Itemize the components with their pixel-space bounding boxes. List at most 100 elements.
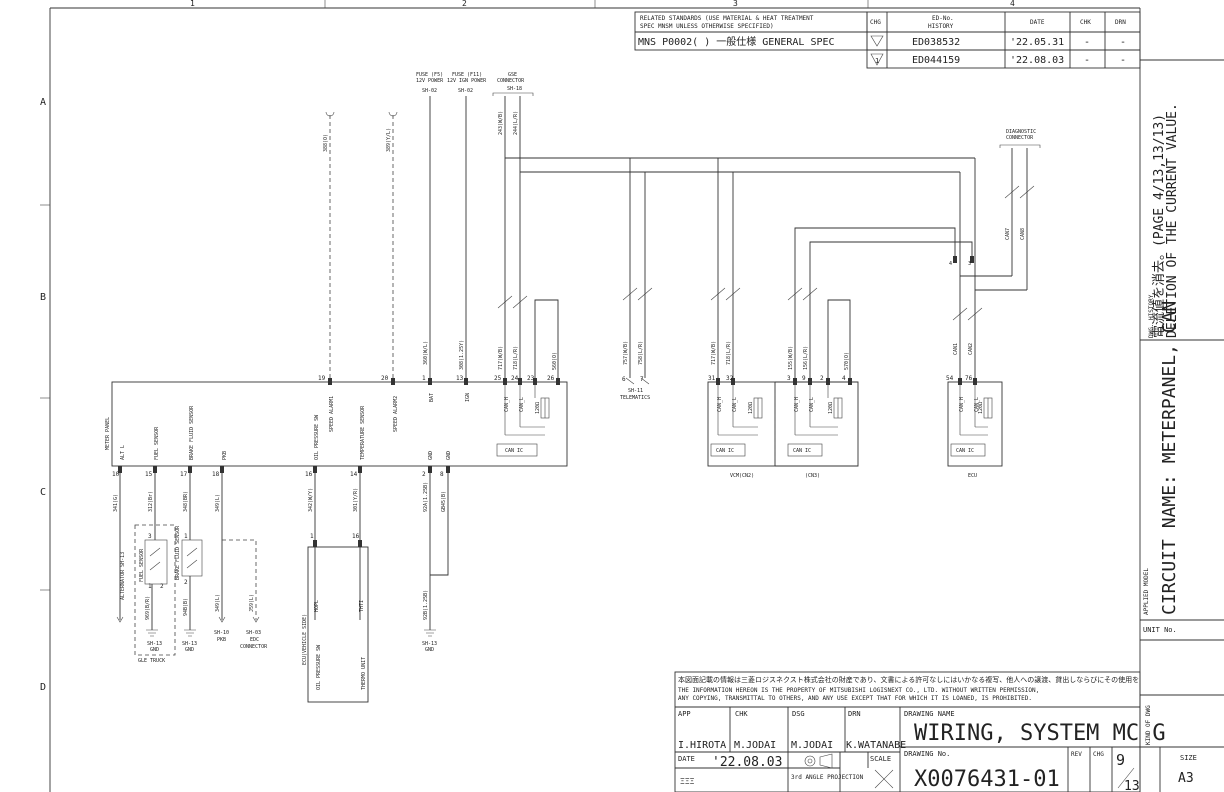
pin-10: 10 (112, 471, 120, 478)
chk-label: CHK (735, 710, 748, 718)
vcm-cn2-label: VCM(CN2) (730, 473, 754, 479)
vcm3-resistor: 120Ω (828, 402, 834, 414)
wire-gb45: GB45(B) (441, 491, 447, 512)
pin-label-ign: IGN (465, 393, 471, 402)
oil-pin-16: 16 (352, 533, 360, 540)
pin-label-oil: OIL PRESSURE SW (314, 414, 320, 460)
history-row2-drn: - (1120, 55, 1126, 66)
date-label: DATE (678, 755, 695, 763)
ecu-wire-can1: CAN1 (953, 343, 959, 355)
telematics-ref: SH-11 (628, 388, 643, 394)
brake-sensor-body (181, 539, 203, 577)
fuel-sensor-name: FUEL SENSOR (139, 548, 145, 582)
edc-wire: J59(L) (249, 594, 255, 612)
ecu-connector: 54 76 CAN_H CAN_L 120Ω CAN IC ECU (946, 375, 1003, 479)
oil-pressure-sw: OIL PRESSURE SW (316, 644, 322, 690)
meter-panel-label: METER PANEL (105, 417, 111, 450)
vcm-pin-2: 2 (820, 375, 824, 382)
gse-line1: GSE (508, 72, 517, 78)
telematics-connector: 6 7 SH-11 TELEMATICS (620, 376, 650, 401)
vcm-pin-3: 3 (787, 375, 791, 382)
wire-341: 341(G) (113, 494, 119, 512)
wire-560: 560(O) (552, 352, 558, 370)
meter-panel-connector: METER PANEL 10 ALT L 15 FUEL SENSOR 17 B… (105, 375, 568, 478)
drawing-no-label: DRAWING No. (904, 750, 950, 758)
related-standards-box: RELATED STANDARDS (USE MATERIAL & HEAT T… (634, 11, 868, 51)
pin-label-brake: BRAKE FLUID SENSOR (189, 405, 195, 460)
ground-icon (424, 629, 436, 637)
pin-25: 25 (494, 375, 502, 382)
pin-label-alt: ALT L (120, 445, 126, 460)
dwg-history-label: DWG. HISTORY (1148, 294, 1155, 338)
wire-308: 308(1.25Y) (459, 340, 465, 370)
row-markers: A B C D (40, 97, 46, 693)
fuel-pin-3: 3 (148, 533, 152, 540)
diag-line2: CONNECTOR (1006, 135, 1034, 141)
ecu-can-ic: CAN IC (956, 448, 974, 454)
fuel-pin-1: 1 (148, 583, 152, 590)
pin-label-bat: BAT (429, 393, 435, 402)
pin-label-temp: TEMPERATURE SENSOR (360, 405, 366, 460)
vcm3-can-l: CAN_L (809, 397, 815, 412)
history-row1-date: '22.05.31 (1010, 37, 1064, 48)
wire-389: 389(Y/L) (386, 128, 392, 152)
mp-can-h: CAN_H (504, 397, 510, 412)
vcm-wire-156: 156(L/R) (803, 346, 809, 370)
vcm3-can-ic: CAN IC (793, 448, 811, 454)
brake-wire-94b: 94B(B) (183, 598, 189, 616)
drawing-frame (40, 0, 1141, 792)
pin-17: 17 (180, 471, 188, 478)
ecu-pin-76: 76 (965, 375, 973, 382)
standards-line-2: SPEC MNSM UNLESS OTHERWISE SPECIFIED) (640, 23, 774, 30)
twist-mark-icon (952, 307, 983, 321)
twist-mark-icon (787, 287, 818, 301)
gse-wire-243: 243(W/B) (498, 111, 504, 135)
app-label: APP (678, 710, 691, 718)
pin-19: 19 (318, 375, 326, 382)
ecu-resistor: 120Ω (978, 402, 984, 414)
chg-label: CHG (1093, 751, 1104, 758)
fuse-f5-line3: SH-02 (422, 88, 437, 94)
fuse-f11-line3: SH-02 (458, 88, 473, 94)
revision-triangle-1-icon (870, 53, 884, 66)
pin-label-gnd2: GND (446, 451, 452, 460)
termination-resistor-icon (753, 397, 763, 419)
col-marker-2: 2 (462, 0, 467, 8)
thermo-unit: THERMO UNIT (361, 657, 367, 690)
history-header-edno: ED-No. (932, 15, 954, 22)
wire-360: 360(W/L) (423, 341, 429, 365)
pin-16: 16 (305, 471, 313, 478)
col-marker-3: 3 (733, 0, 738, 8)
diag-pin-3: 3 (968, 261, 971, 267)
wire-92b: 92B(1.25B) (423, 590, 429, 620)
vcm-cn3-connector: 3 9 2 4 CAN_H CAN_L 120Ω CAN IC (CN3) (775, 375, 859, 479)
gle-truck-label: GLE TRUCK (138, 658, 165, 664)
fuse-f5-line2: 12V POWER (416, 78, 444, 84)
fuse-f11-line2: 12V IGN POWER (447, 78, 487, 84)
pin-13: 13 (456, 375, 464, 382)
lower-wiring: 341(G) ALTERNATOR SH-13 312(Br) FUEL SEN… (113, 473, 449, 703)
gse-line2: CONNECTOR (497, 78, 525, 84)
kind-of-dwg-label: KIND OF DWG (1145, 705, 1152, 745)
projection-label: 3rd ANGLE PROJECTION (791, 774, 864, 781)
notice-jp: 本図面記載の情報は三菱ロジスネクスト株式会社の財産であり、文書による許可なしには… (678, 675, 1139, 684)
col-marker-4: 4 (1010, 0, 1015, 8)
brake-gnd-ref: SH-13 (182, 641, 197, 647)
ecu-wire-can2: CAN2 (968, 343, 974, 355)
edc-name: EDC (250, 637, 259, 643)
wire-342: 342(W/Y) (308, 488, 314, 512)
rev-label: REV (1071, 751, 1082, 758)
pin-label-pkb: PKB (222, 451, 228, 460)
chk-name: M.JODAI (734, 740, 776, 751)
diag-wire-can7: CAN7 (1005, 228, 1011, 240)
pin-label-fuel: FUEL SENSOR (154, 426, 160, 460)
wire-301: 301(Y/R) (353, 488, 359, 512)
history-header-chk: CHK (1080, 19, 1091, 26)
fuel-gnd-label: GND (150, 647, 159, 653)
history-row2-edno: ED044159 (912, 55, 960, 66)
vcm2-can-ic: CAN IC (716, 448, 734, 454)
vcm-wire-717: 717(W/B) (711, 341, 717, 365)
ecu-vehicle-side: ECU(VEHICLE SIDE) (302, 614, 308, 665)
fuel-pin-2: 2 (160, 583, 164, 590)
pin-18: 18 (212, 471, 220, 478)
